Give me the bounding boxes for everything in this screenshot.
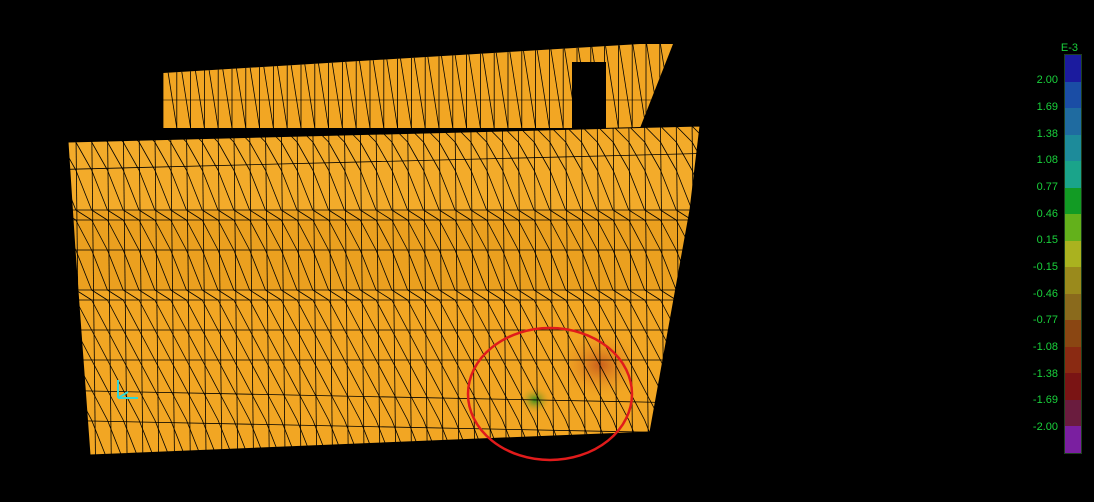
legend-label: 1.08	[1036, 154, 1058, 167]
legend-label: 0.77	[1036, 180, 1058, 193]
color-legend: E-3 2.00 1.69 1.38 1.08 0.77 0.46 0.15 -0.15 -0.…	[1012, 40, 1082, 460]
legend-swatch	[1065, 187, 1081, 215]
legend-label: -0.77	[1032, 314, 1058, 327]
legend-label: 1.69	[1036, 100, 1058, 113]
legend-colorbar	[1064, 54, 1082, 454]
legend-label: -1.08	[1032, 340, 1058, 353]
legend-label: 0.15	[1036, 234, 1058, 247]
legend-swatch	[1065, 399, 1081, 427]
legend-swatch	[1065, 373, 1081, 400]
hull-shading	[68, 140, 700, 414]
legend-label: 2.00	[1036, 74, 1058, 87]
legend-swatch	[1065, 426, 1081, 453]
hull-outline	[67, 125, 701, 456]
legend-label: -1.69	[1032, 394, 1058, 407]
legend-swatch	[1065, 214, 1081, 241]
legend-swatch	[1065, 346, 1081, 374]
legend-label: -0.15	[1032, 260, 1058, 273]
upper-deck-mesh	[163, 44, 673, 128]
hull-mesh	[67, 125, 701, 456]
legend-label: -2.00	[1032, 420, 1058, 433]
hull-fill	[68, 126, 700, 455]
legend-label: -0.46	[1032, 287, 1058, 300]
legend-swatch	[1065, 161, 1081, 188]
legend-swatch	[1065, 134, 1081, 162]
legend-exponent: E-3	[1060, 42, 1078, 54]
legend-label: -1.38	[1032, 367, 1058, 380]
legend-swatch	[1065, 293, 1081, 321]
legend-swatch	[1065, 108, 1081, 135]
legend-swatch	[1065, 240, 1081, 268]
legend-label: 1.38	[1036, 127, 1058, 140]
legend-swatch	[1065, 320, 1081, 347]
legend-label: 0.46	[1036, 207, 1058, 220]
legend-swatch	[1065, 55, 1081, 82]
axis-triad-icon	[117, 380, 138, 399]
legend-swatch	[1065, 81, 1081, 109]
highlight-circle	[466, 326, 634, 462]
upper-deck-fill	[163, 44, 673, 128]
legend-swatch	[1065, 267, 1081, 294]
